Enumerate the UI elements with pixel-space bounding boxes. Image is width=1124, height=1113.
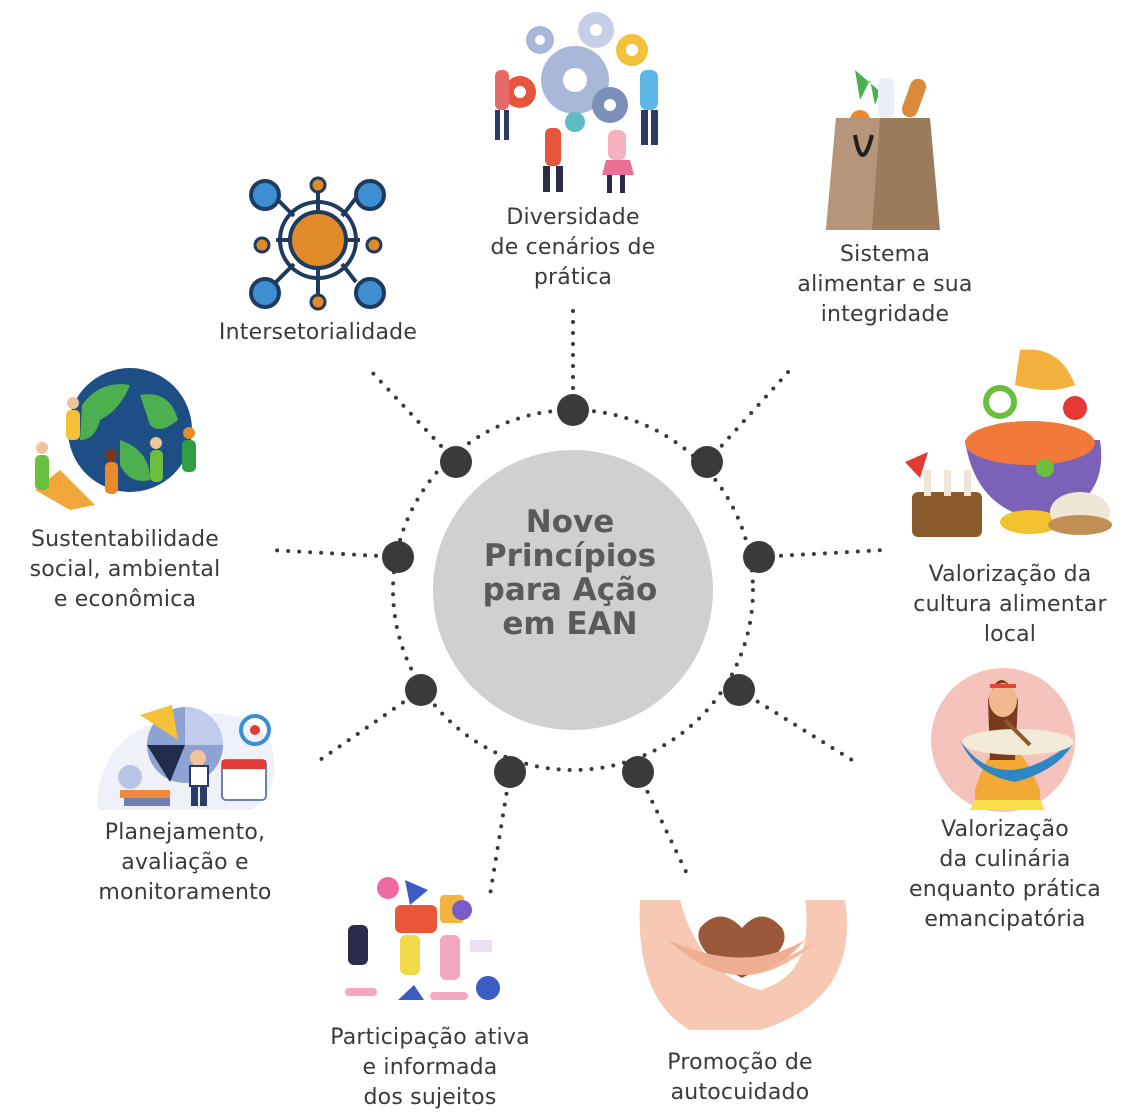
ring-node-3 xyxy=(743,541,775,573)
ring-node-2 xyxy=(691,446,723,478)
ring-node-7 xyxy=(405,674,437,706)
spoke-5 xyxy=(636,770,692,882)
label-intersetorialidade: Intersetorialidade xyxy=(218,320,418,345)
planning-chart-icon xyxy=(98,705,275,810)
ring-node-4 xyxy=(723,674,755,706)
label-planejamento: Planejamento, avaliação e monitoramento xyxy=(98,820,272,905)
spoke-3 xyxy=(757,548,887,559)
spoke-4 xyxy=(737,688,862,767)
label-culinaria: Valorização da culinária enquanto prátic… xyxy=(909,817,1101,932)
label-sustentabilidade: Sustentabilidade social, ambiental e eco… xyxy=(29,527,221,612)
spoke-9 xyxy=(368,368,458,464)
center-circle xyxy=(433,450,713,730)
label-autocuidado: Promoção de autocuidado xyxy=(667,1050,813,1105)
center-title: Nove Princípios para Ação em EAN xyxy=(482,504,658,642)
cooking-woman-icon xyxy=(931,668,1075,812)
spokes xyxy=(268,298,887,897)
ring-nodes xyxy=(382,394,775,788)
gears-teamwork-icon xyxy=(495,12,658,193)
label-diversidade: Diversidade de cenários de prática xyxy=(490,205,656,290)
spoke-2 xyxy=(705,368,792,464)
spoke-6 xyxy=(488,770,512,897)
ring-node-5 xyxy=(622,756,654,788)
network-hub-icon xyxy=(249,176,386,311)
ring-node-8 xyxy=(382,541,414,573)
spoke-7 xyxy=(318,688,423,762)
participation-people-icon xyxy=(345,877,500,1000)
label-cultura-alimentar: Valorização da cultura alimentar local xyxy=(913,562,1107,647)
label-sistema-alimentar: Sistema alimentar e sua integridade xyxy=(797,242,973,327)
ring-node-6 xyxy=(494,756,526,788)
local-food-icon xyxy=(905,349,1112,537)
self-care-heart-icon xyxy=(639,900,847,1030)
grocery-bag-icon xyxy=(826,70,940,230)
ring-node-9 xyxy=(440,446,472,478)
earth-people-icon xyxy=(35,368,196,510)
label-participacao: Participação ativa e informada dos sujei… xyxy=(330,1025,530,1110)
ring-node-1 xyxy=(557,394,589,426)
spoke-8 xyxy=(268,548,400,559)
